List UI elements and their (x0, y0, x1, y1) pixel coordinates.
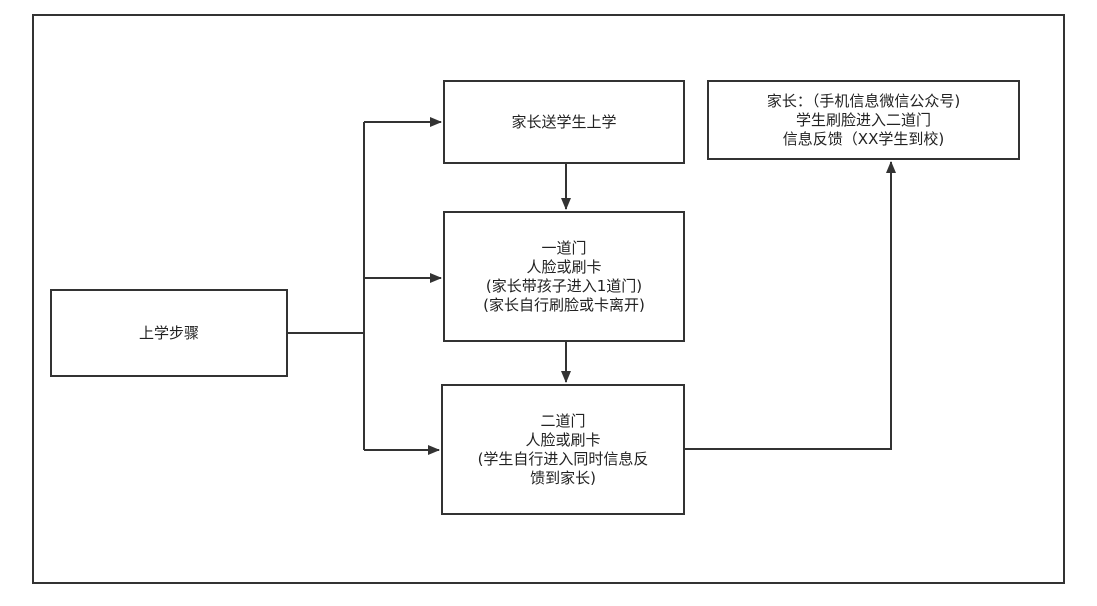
node-feedback: 家长：（手机信息微信公众号) 学生刷脸进入二道门 信息反馈（XX学生到校) (707, 80, 1020, 160)
node-gate2-line-1: 二道门 (540, 411, 586, 430)
node-start-line-1: 上学步骤 (138, 323, 199, 342)
node-feedback-line-3: 信息反馈（XX学生到校) (782, 129, 945, 148)
node-gate1: 一道门 人脸或刷卡 (家长带孩子进入1道门) (家长自行刷脸或卡离开) (443, 211, 685, 342)
node-gate1-line-4: (家长自行刷脸或卡离开) (483, 295, 645, 314)
node-gate2-line-4: 馈到家长) (530, 468, 596, 487)
node-feedback-line-2: 学生刷脸进入二道门 (795, 110, 931, 129)
node-gate1-line-1: 一道门 (541, 238, 587, 257)
node-start: 上学步骤 (50, 289, 288, 377)
node-feedback-line-1: 家长：（手机信息微信公众号) (766, 91, 961, 110)
node-gate1-line-3: (家长带孩子进入1道门) (485, 276, 643, 295)
node-gate2: 二道门 人脸或刷卡 (学生自行进入同时信息反 馈到家长) (441, 384, 685, 515)
arrow-gate2-to-feedback (685, 161, 896, 450)
node-gate1-line-2: 人脸或刷卡 (526, 257, 602, 276)
node-gate2-line-2: 人脸或刷卡 (525, 430, 601, 449)
node-gate2-line-3: (学生自行进入同时信息反 (477, 449, 649, 468)
diagram-frame (32, 14, 1065, 584)
node-parent-send: 家长送学生上学 (443, 80, 685, 164)
arrow-start-to-gate1 (363, 273, 442, 333)
node-parent-send-line-1: 家长送学生上学 (511, 112, 617, 131)
